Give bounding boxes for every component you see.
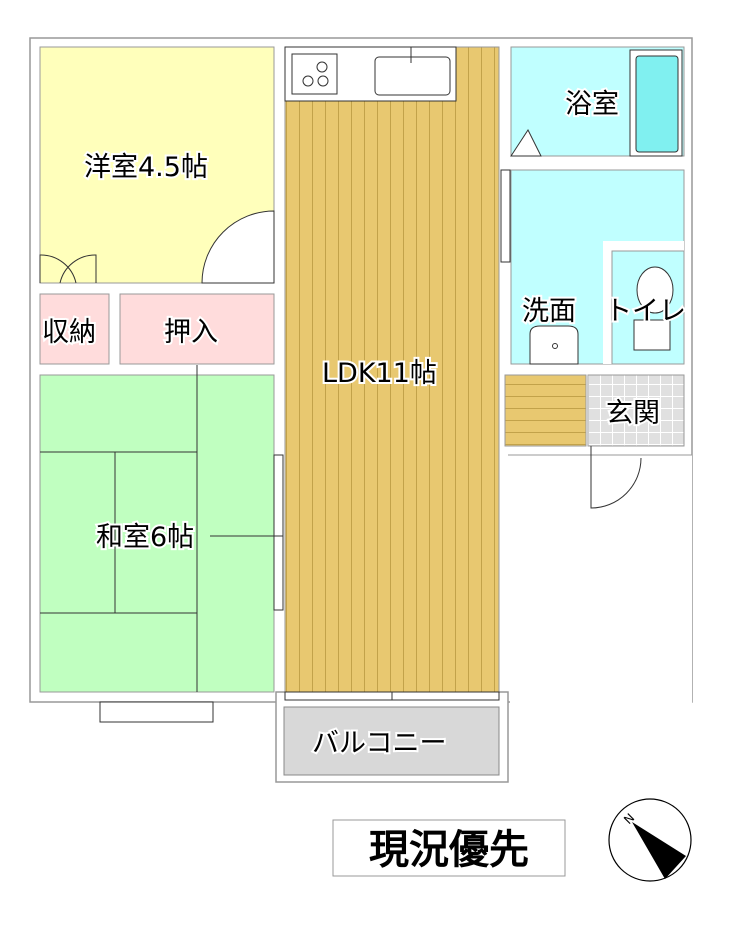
stove-icon (291, 53, 338, 95)
north-arrow-icon: N (608, 798, 692, 882)
room-label-japanese: 和室6帖 (96, 522, 194, 553)
washbasin-icon (529, 325, 579, 365)
room-label-toilet: トイレ (605, 296, 686, 327)
balcony: バルコニー (283, 706, 500, 776)
room-label-balcony: バルコニー (312, 728, 446, 759)
bathroom: 浴室 (510, 46, 685, 157)
room-label-western: 洋室4.5帖 (84, 152, 208, 183)
room-label-bathroom: 浴室 (565, 89, 619, 120)
storage-area: 収納 押入 (39, 293, 275, 365)
room-label-ldk: LDK11帖 (322, 358, 437, 389)
western-room: 洋室4.5帖 (39, 46, 275, 284)
notice-text: 現況優先 (369, 827, 529, 873)
bathtub-icon (635, 55, 679, 153)
room-label-entrance: 玄関 (606, 398, 660, 429)
room-label-washroom: 洗面 (522, 296, 576, 327)
toilet-icon (633, 266, 674, 351)
room-label-closet: 押入 (164, 317, 218, 348)
japanese-room: 和室6帖 (39, 365, 284, 723)
entrance: 玄関 (504, 374, 692, 705)
ldk: LDK11帖 (284, 46, 500, 701)
sink-icon (374, 56, 451, 96)
kitchen-counter (284, 46, 457, 102)
notice-box: 現況優先 (332, 819, 566, 877)
washroom: 洗面 トイレ (500, 169, 688, 365)
room-label-storage: 収納 (42, 317, 96, 348)
